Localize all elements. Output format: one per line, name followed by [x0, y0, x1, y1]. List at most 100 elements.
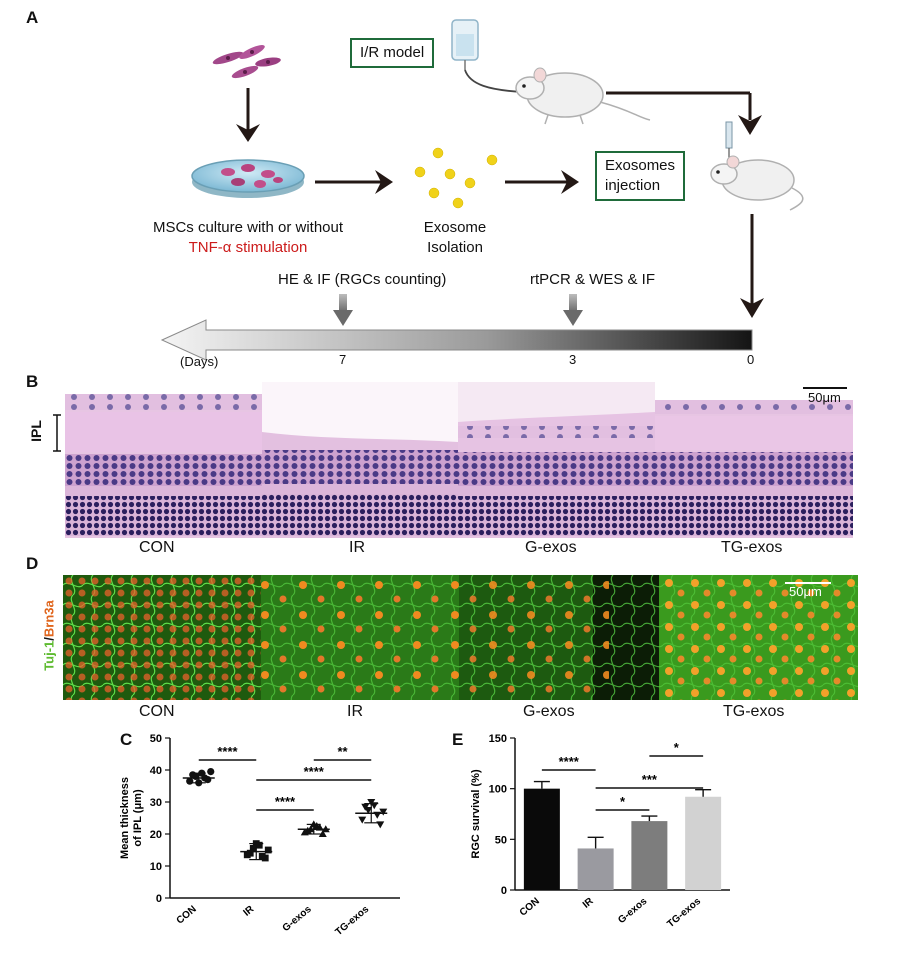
data-point	[186, 777, 194, 785]
panel-b-letter: B	[26, 372, 39, 391]
mouse-icon	[515, 67, 651, 125]
x-tick-label: IR	[241, 903, 256, 918]
if-con-image	[63, 575, 261, 700]
y-axis-label: of IPL (μm)	[132, 789, 144, 847]
injection-line2: injection	[605, 177, 661, 194]
mouse-icon	[710, 155, 804, 211]
if-fluorescence-strip	[63, 575, 858, 700]
x-tick-label: G-exos	[616, 896, 649, 926]
x-tick-label: G-exos	[281, 904, 314, 934]
caption-ir: IR	[347, 703, 363, 720]
rtpcr-label: rtPCR & WES & IF	[530, 271, 656, 288]
y-tick-label: 50	[495, 834, 507, 846]
arrow-right-icon	[505, 170, 579, 194]
arrow-right-icon	[315, 170, 393, 194]
ir-model-box: I/R model	[350, 38, 435, 68]
y-tick-label: 20	[150, 829, 162, 841]
panel-d-captions: CON IR G-exos TG-exos	[63, 703, 858, 723]
y-tick-label: 50	[150, 733, 162, 745]
panel-e-letter: E	[452, 730, 464, 749]
timeline-arrow	[160, 319, 753, 361]
data-point	[367, 799, 376, 806]
syringe-icon	[725, 121, 733, 160]
he-scale-label: 50μm	[808, 390, 841, 405]
arrow-down-icon	[563, 294, 583, 326]
x-tick-label: TG-exos	[665, 896, 703, 930]
petri-dish-icon	[191, 159, 305, 198]
significance-label: ****	[559, 754, 580, 769]
bar	[631, 821, 668, 890]
stain-label: Tuj-1/Brn3a	[34, 578, 58, 700]
y-tick-label: 0	[501, 885, 507, 897]
arrow-down-icon	[740, 214, 764, 318]
data-point	[318, 830, 327, 837]
stain-sep: /	[41, 637, 57, 641]
y-axis-label: Mean thickness	[119, 777, 131, 859]
significance-label: *	[620, 794, 626, 809]
x-tick-label: CON	[175, 904, 199, 927]
tick-3: 3	[569, 352, 577, 367]
if-scale-label: 50μm	[789, 584, 822, 599]
exosomes-injection-box: Exosomes injection	[595, 151, 686, 201]
msc-caption-line2: TNF-α stimulation	[188, 239, 308, 256]
exosome-caption-line2: Isolation	[427, 239, 483, 256]
panel-b-captions: CON IR G-exos TG-exos	[65, 539, 853, 559]
data-point	[303, 826, 312, 834]
x-tick-label: IR	[581, 895, 596, 910]
stain-green-label: Tuj-1	[41, 640, 57, 671]
significance-label: ****	[275, 794, 296, 809]
injection-line1: Exosomes	[605, 157, 676, 174]
exosome-caption: Exosome Isolation	[395, 218, 515, 258]
bar	[577, 848, 614, 890]
bar	[685, 796, 722, 890]
significance-label: *	[674, 740, 680, 755]
if-gexos-image	[459, 575, 659, 700]
significance-label: ***	[642, 772, 658, 787]
iv-bag-icon	[451, 19, 523, 93]
msc-caption-line1: MSCs culture with or without	[152, 219, 344, 236]
y-tick-label: 100	[489, 784, 507, 796]
data-point	[246, 849, 254, 857]
data-point	[249, 845, 257, 852]
caption-ir: IR	[349, 539, 365, 556]
ipl-label: IPL	[27, 420, 44, 442]
he-gexos-image	[458, 382, 655, 538]
data-point	[264, 846, 272, 854]
y-tick-label: 150	[489, 733, 507, 745]
y-tick-label: 10	[150, 861, 162, 873]
caption-gexos: G-exos	[523, 703, 575, 720]
panel-d-letter: D	[26, 554, 39, 573]
significance-label: ****	[304, 764, 325, 779]
he-tgexos-image	[655, 400, 853, 538]
he-histology-strip	[65, 382, 853, 538]
x-tick-label: CON	[518, 896, 542, 919]
y-tick-label: 40	[150, 765, 162, 777]
msc-cells-icon	[212, 45, 281, 79]
if-ir-image	[261, 575, 459, 700]
arrow-down-icon	[236, 88, 260, 142]
data-point	[207, 768, 215, 776]
caption-gexos: G-exos	[525, 539, 577, 556]
data-point	[361, 803, 370, 811]
he-con-image	[65, 394, 262, 538]
bar	[523, 788, 560, 890]
days-label: (Days)	[180, 354, 219, 369]
caption-con: CON	[139, 539, 175, 556]
panel-a-schematic	[160, 19, 804, 361]
data-point	[258, 853, 266, 860]
msc-caption: MSCs culture with or without TNF-α stimu…	[128, 218, 368, 258]
caption-tgexos: TG-exos	[721, 539, 783, 556]
caption-tgexos: TG-exos	[723, 703, 785, 720]
panel-a-letter: A	[26, 8, 39, 27]
significance-label: ****	[217, 744, 238, 759]
y-tick-label: 0	[156, 893, 162, 905]
tick-0: 0	[747, 352, 755, 367]
data-point	[358, 816, 367, 824]
y-axis-label: RGC survival (%)	[470, 769, 482, 859]
exosome-caption-line1: Exosome	[423, 219, 487, 236]
if-tgexos-image	[659, 575, 858, 700]
he-if-label: HE & IF (RGCs counting)	[278, 271, 447, 288]
arrow-elbow-icon	[606, 91, 762, 135]
